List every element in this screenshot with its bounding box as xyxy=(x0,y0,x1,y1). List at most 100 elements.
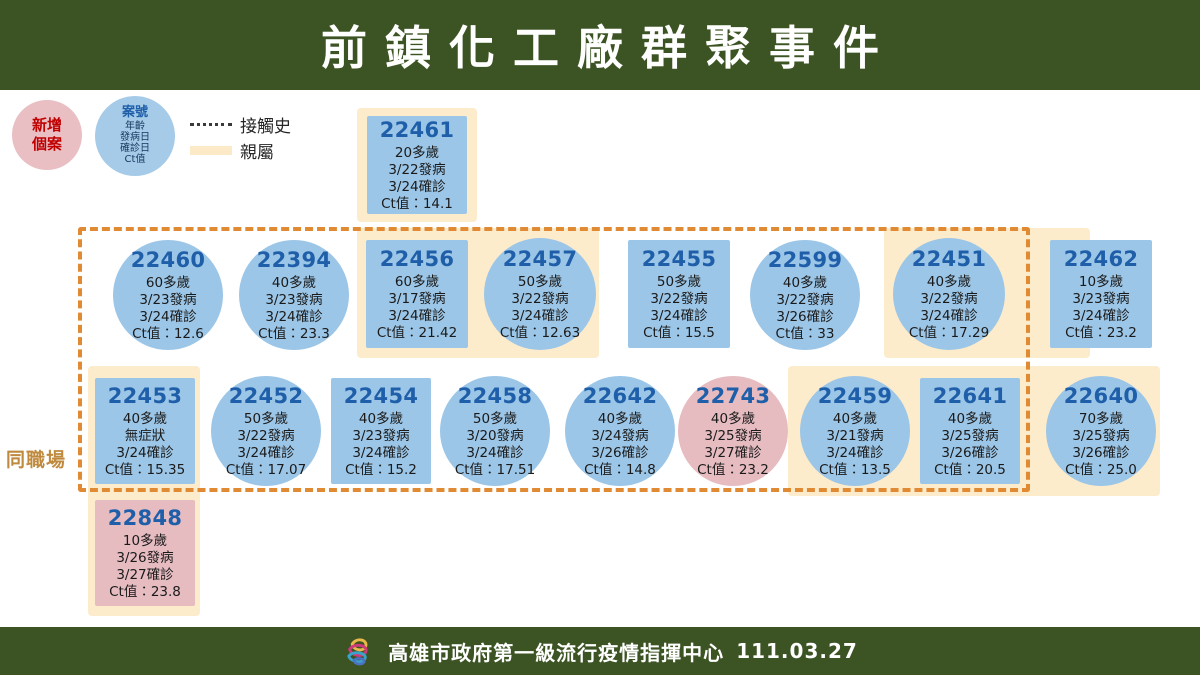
case-age: 40多歲 xyxy=(782,275,828,292)
case-ct: Ct值：20.5 xyxy=(934,462,1006,479)
case-confirm: 3/26確診 xyxy=(591,445,649,462)
case-ct: Ct值：17.51 xyxy=(454,462,536,479)
case-age: 70多歲 xyxy=(1078,411,1124,428)
case-confirm: 3/26確診 xyxy=(1072,445,1130,462)
case-node-22848[interactable]: 22848 10多歲 3/26發病 3/27確診 Ct值：23.8 xyxy=(95,500,195,606)
header-bar: 前鎮化工廠群聚事件 xyxy=(0,0,1200,90)
case-id: 22454 xyxy=(343,383,419,408)
case-age: 10多歲 xyxy=(122,533,168,550)
case-id: 22640 xyxy=(1063,383,1139,408)
legend-key-ct: Ct值 xyxy=(124,154,146,166)
case-confirm: 3/24確診 xyxy=(116,445,174,462)
case-onset: 3/22發病 xyxy=(650,291,708,308)
legend-key-confirm: 確診日 xyxy=(120,143,150,155)
case-onset: 3/22發病 xyxy=(776,292,834,309)
case-age: 60多歲 xyxy=(394,274,440,291)
case-node-22460[interactable]: 22460 60多歲 3/23發病 3/24確診 Ct值：12.6 xyxy=(113,240,223,350)
case-ct: Ct值：12.63 xyxy=(499,325,581,342)
case-ct: Ct值：13.5 xyxy=(819,462,891,479)
case-id: 22460 xyxy=(130,247,206,272)
case-onset: 3/21發病 xyxy=(826,428,884,445)
legend-new-case: 新增 個案 xyxy=(12,100,82,170)
case-id: 22641 xyxy=(932,383,1008,408)
case-node-22642[interactable]: 22642 40多歲 3/24發病 3/26確診 Ct值：14.8 xyxy=(565,376,675,486)
case-node-22461[interactable]: 22461 20多歲 3/22發病 3/24確診 Ct值：14.1 xyxy=(367,116,467,214)
case-id: 22462 xyxy=(1063,246,1139,271)
case-id: 22458 xyxy=(457,383,533,408)
case-node-22394[interactable]: 22394 40多歲 3/23發病 3/24確診 Ct值：23.3 xyxy=(239,240,349,350)
case-node-22599[interactable]: 22599 40多歲 3/22發病 3/26確診 Ct值：33 xyxy=(750,240,860,350)
case-age: 50多歲 xyxy=(472,411,518,428)
case-ct: Ct值：12.6 xyxy=(132,326,204,343)
case-confirm: 3/24確診 xyxy=(650,308,708,325)
dotted-line-icon xyxy=(190,123,232,126)
case-age: 40多歲 xyxy=(271,275,317,292)
case-node-22455[interactable]: 22455 50多歲 3/22發病 3/24確診 Ct值：15.5 xyxy=(628,240,730,348)
case-confirm: 3/26確診 xyxy=(941,445,999,462)
case-onset: 3/25發病 xyxy=(941,428,999,445)
case-confirm: 3/24確診 xyxy=(511,308,569,325)
case-age: 40多歲 xyxy=(947,411,993,428)
case-node-22641[interactable]: 22641 40多歲 3/25發病 3/26確診 Ct值：20.5 xyxy=(920,378,1020,484)
legend-relative-label: 親屬 xyxy=(240,143,274,163)
case-node-22454[interactable]: 22454 40多歲 3/23發病 3/24確診 Ct值：15.2 xyxy=(331,378,431,484)
case-node-22452[interactable]: 22452 50多歲 3/22發病 3/24確診 Ct值：17.07 xyxy=(211,376,321,486)
case-id: 22461 xyxy=(379,117,455,142)
legend-new-case-line1: 新增 xyxy=(31,116,62,135)
case-id: 22455 xyxy=(641,246,717,271)
case-ct: Ct值：23.3 xyxy=(258,326,330,343)
case-confirm: 3/24確診 xyxy=(466,445,524,462)
case-ct: Ct值：14.1 xyxy=(381,196,453,213)
case-confirm: 3/27確診 xyxy=(704,445,762,462)
case-age: 60多歲 xyxy=(145,275,191,292)
case-onset: 3/17發病 xyxy=(388,291,446,308)
case-confirm: 3/24確診 xyxy=(388,308,446,325)
case-node-22640[interactable]: 22640 70多歲 3/25發病 3/26確診 Ct值：25.0 xyxy=(1046,376,1156,486)
case-node-22462[interactable]: 22462 10多歲 3/23發病 3/24確診 Ct值：23.2 xyxy=(1050,240,1152,348)
case-node-22459[interactable]: 22459 40多歲 3/21發病 3/24確診 Ct值：13.5 xyxy=(800,376,910,486)
case-id: 22453 xyxy=(107,383,183,408)
case-node-22458[interactable]: 22458 50多歲 3/20發病 3/24確診 Ct值：17.51 xyxy=(440,376,550,486)
case-id: 22457 xyxy=(502,246,578,271)
workplace-cluster-label: 同職場 xyxy=(6,449,67,471)
case-age: 50多歲 xyxy=(656,274,702,291)
case-age: 40多歲 xyxy=(832,411,878,428)
footer-org-label: 高雄市政府第一級流行疫情指揮中心 xyxy=(388,640,725,665)
legend-key-age: 年齡 xyxy=(125,120,145,132)
legend-contact-history: 接觸史 xyxy=(190,112,291,137)
case-confirm: 3/24確診 xyxy=(352,445,410,462)
case-node-22456[interactable]: 22456 60多歲 3/17發病 3/24確診 Ct值：21.42 xyxy=(366,240,468,348)
case-age: 50多歲 xyxy=(517,274,563,291)
case-id: 22459 xyxy=(817,383,893,408)
case-onset: 3/22發病 xyxy=(237,428,295,445)
case-id: 22848 xyxy=(107,505,183,530)
case-onset: 3/25發病 xyxy=(704,428,762,445)
case-onset: 3/24發病 xyxy=(591,428,649,445)
case-confirm: 3/24確診 xyxy=(265,309,323,326)
legend-key-onset: 發病日 xyxy=(120,132,150,144)
case-ct: Ct值：15.35 xyxy=(104,462,186,479)
case-onset: 無症狀 xyxy=(124,428,166,445)
case-node-22453[interactable]: 22453 40多歲 無症狀 3/24確診 Ct值：15.35 xyxy=(95,378,195,484)
case-onset: 3/26發病 xyxy=(116,550,174,567)
case-onset: 3/23發病 xyxy=(1072,291,1130,308)
case-onset: 3/23發病 xyxy=(265,292,323,309)
case-node-22457[interactable]: 22457 50多歲 3/22發病 3/24確診 Ct值：12.63 xyxy=(484,238,596,350)
case-onset: 3/20發病 xyxy=(466,428,524,445)
case-node-22743[interactable]: 22743 40多歲 3/25發病 3/27確診 Ct值：23.2 xyxy=(678,376,788,486)
case-ct: Ct值：17.29 xyxy=(908,325,990,342)
case-ct: Ct值：15.5 xyxy=(643,325,715,342)
footer-date-label: 111.03.27 xyxy=(736,639,858,663)
legend-contact-label: 接觸史 xyxy=(240,117,291,137)
case-id: 22642 xyxy=(582,383,658,408)
case-confirm: 3/24確診 xyxy=(388,179,446,196)
case-ct: Ct值：21.42 xyxy=(376,325,458,342)
legend-new-case-line2: 個案 xyxy=(31,135,62,153)
case-age: 40多歲 xyxy=(926,274,972,291)
case-ct: Ct值：33 xyxy=(775,326,835,343)
case-onset: 3/22發病 xyxy=(511,291,569,308)
kaohsiung-city-logo-icon xyxy=(342,634,376,668)
case-node-22451[interactable]: 22451 40多歲 3/22發病 3/24確診 Ct值：17.29 xyxy=(893,238,1005,350)
case-age: 40多歲 xyxy=(122,411,168,428)
